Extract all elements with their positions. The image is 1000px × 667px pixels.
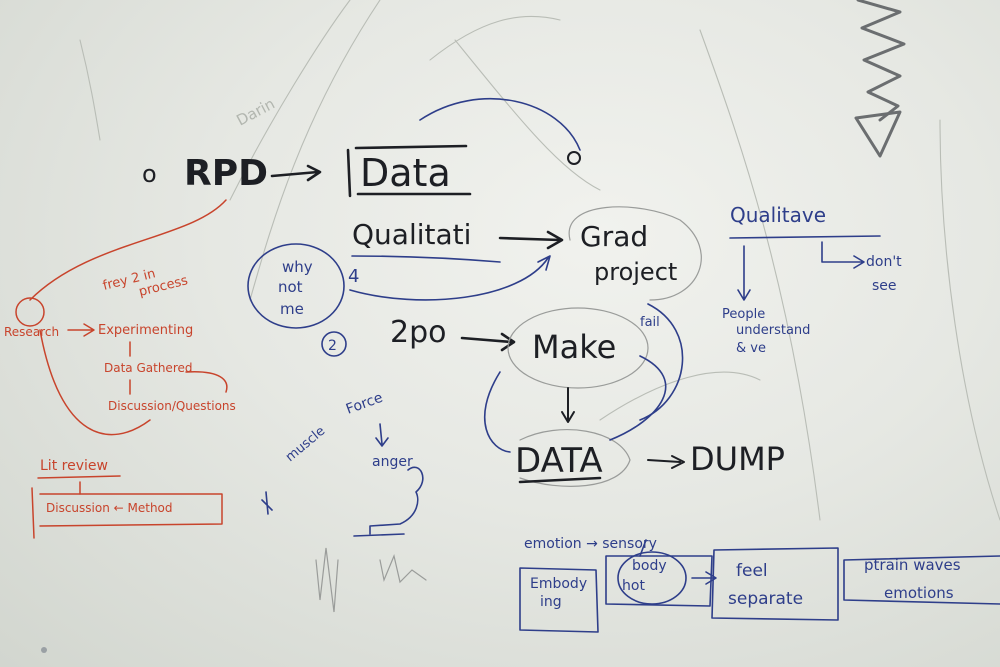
rpd-to-research-arrow bbox=[29, 199, 227, 301]
understand-label: understand bbox=[736, 323, 810, 338]
why-not-me-circle bbox=[247, 243, 345, 329]
discussion-method-label: Discussion ← Method bbox=[46, 501, 173, 515]
discussion-questions-label: Discussion/Questions bbox=[108, 399, 236, 413]
data-loop-arrow bbox=[419, 98, 581, 151]
why-to-grade-arrow bbox=[349, 257, 549, 301]
hot-label: hot bbox=[622, 578, 645, 594]
lit-review-label: Lit review bbox=[40, 458, 108, 474]
qualitative-to-grade-arrow bbox=[498, 236, 562, 242]
board-screw bbox=[41, 647, 47, 653]
data-box bbox=[346, 144, 472, 198]
red-research-loop: Research Experimenting Data Gathered Dis… bbox=[4, 199, 236, 539]
separate-label: separate bbox=[728, 589, 803, 609]
black-main-chain: o RPD Data Qualitati Grad project 2po Ma… bbox=[142, 98, 785, 487]
qualitative-underline bbox=[729, 235, 881, 239]
brain-waves-label: ptrain waves bbox=[864, 556, 961, 574]
ve-label: & ve bbox=[736, 341, 766, 356]
me-label: me bbox=[280, 300, 304, 318]
two-po-label: 2po bbox=[390, 315, 446, 350]
embody-label: Embody bbox=[530, 576, 587, 592]
data-label: Data bbox=[360, 151, 451, 195]
rpd-label: RPD bbox=[184, 153, 268, 194]
grade-project-line1: Grad bbox=[580, 220, 648, 253]
emotion-sensory-label: emotion → sensory bbox=[524, 536, 657, 552]
data-caps-circle bbox=[519, 429, 631, 487]
see-label: see bbox=[872, 278, 897, 294]
stick-figure bbox=[369, 466, 424, 535]
force-label: Force bbox=[344, 390, 385, 418]
why-label: why bbox=[282, 258, 313, 276]
muscle-label: muscle bbox=[283, 424, 328, 465]
emotions-label: emotions bbox=[884, 584, 954, 602]
discussion-method-box bbox=[31, 487, 223, 539]
ing-label: ing bbox=[540, 594, 562, 610]
emotion-box bbox=[843, 555, 1000, 605]
dont-label: don't bbox=[866, 254, 902, 270]
rpd-to-data-arrow bbox=[270, 170, 320, 178]
grade-project-line2: project bbox=[594, 258, 677, 286]
circle-marker: o bbox=[142, 160, 157, 188]
loop-right bbox=[609, 355, 667, 441]
body-label: body bbox=[632, 558, 667, 574]
people-label: People bbox=[722, 307, 765, 322]
four-mark: 4 bbox=[348, 266, 359, 287]
qualitative-label: Qualitati bbox=[352, 218, 471, 251]
grey-zigzag-arrow bbox=[854, 0, 906, 158]
feel-label: feel bbox=[736, 561, 768, 581]
make-circle bbox=[507, 307, 649, 389]
pencil-scribbles bbox=[315, 547, 427, 613]
experimenting-label: Experimenting bbox=[98, 323, 193, 338]
two-mark: 2 bbox=[328, 338, 337, 354]
anger-label: anger bbox=[372, 454, 413, 470]
grade-project-circle bbox=[568, 206, 702, 301]
not-label: not bbox=[278, 278, 303, 296]
loop-left bbox=[483, 371, 511, 453]
make-label: Make bbox=[532, 328, 616, 366]
embodying-box bbox=[519, 567, 599, 633]
fail-label: fail bbox=[640, 315, 660, 330]
data-caps-label: DATA bbox=[515, 441, 603, 481]
body-hot-box bbox=[605, 555, 713, 607]
feel-separate-box bbox=[711, 547, 839, 621]
dump-label: DUMP bbox=[690, 440, 785, 478]
qualitative-right-label: Qualitave bbox=[730, 203, 826, 227]
research-label: Research bbox=[4, 325, 59, 339]
data-gathered-label: Data Gathered bbox=[104, 361, 192, 375]
loop-back-arrow bbox=[39, 329, 151, 436]
